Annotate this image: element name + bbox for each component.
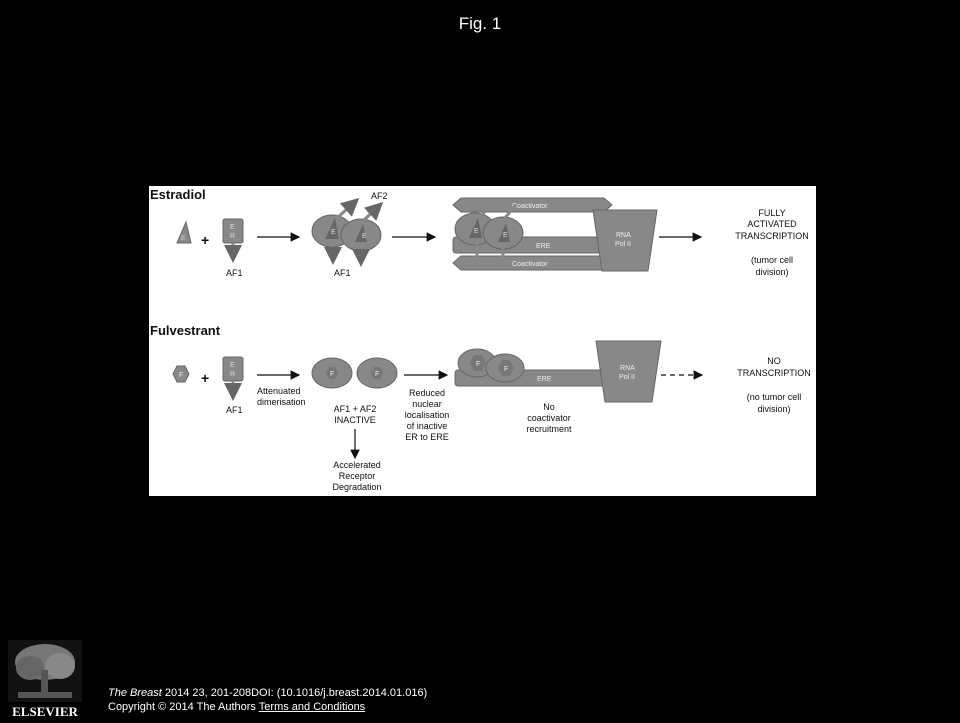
step2-line-2: INACTIVE — [334, 415, 376, 425]
fulvestrant-ligand-hexagon: F — [172, 365, 190, 383]
estradiol-pol-label: Pol II — [615, 241, 631, 248]
inactive-label: AF1 + AF2 INACTIVE — [334, 404, 377, 425]
step3-line-1: Reduced — [409, 388, 445, 398]
citation-footer: The Breast 2014 23, 201-208DOI: (10.1016… — [108, 686, 427, 714]
journal-name: The Breast — [108, 687, 162, 699]
receptor-letter-r: R — [230, 233, 235, 240]
fulvestrant-ligand-label: F — [179, 372, 183, 379]
estradiol-receptor: E R — [222, 218, 244, 263]
f-receptor-letter-e: E — [230, 362, 235, 369]
ere-ligand-1: F — [476, 361, 480, 368]
reduced-localisation-label: Reduced nuclear localisation of inactive… — [405, 388, 450, 442]
outcome-line-5: division) — [755, 267, 788, 277]
f-outcome-line-2: TRANSCRIPTION — [737, 368, 811, 378]
complex-ligand-2: E — [503, 232, 508, 239]
coactivator-top-label: Coactivator — [512, 203, 548, 210]
degradation-line-1: Accelerated — [333, 460, 381, 470]
step2-line-1: AF1 + AF2 — [334, 404, 377, 414]
outcome-line-1: FULLY — [758, 208, 785, 218]
no-coactivator-line-3: recruitment — [526, 424, 572, 434]
no-coactivator-line-1: No — [543, 402, 555, 412]
dimer-af1-label: AF1 — [334, 268, 351, 278]
estradiol-heading: Estradiol — [150, 187, 206, 202]
estradiol-ligand-triangle: E — [176, 220, 192, 244]
degradation-label: Accelerated Receptor Degradation — [332, 460, 381, 492]
attenuated-dimerisation-label: Attenuated dimerisation — [257, 386, 306, 407]
complex-ligand-1: E — [474, 228, 479, 235]
estradiol-dimer: E E — [311, 197, 384, 267]
step1-line-2: dimerisation — [257, 397, 306, 407]
f-outcome-line-1: NO — [767, 356, 781, 366]
estradiol-ere-label: ERE — [536, 243, 551, 250]
dimer-ligand-2: E — [362, 233, 367, 240]
fulvestrant-monomers: F F — [311, 357, 398, 389]
terms-link[interactable]: Terms and Conditions — [258, 701, 366, 713]
step3-line-4: of inactive — [407, 421, 448, 431]
dimer-ligand-1: E — [331, 229, 336, 236]
f-outcome-line-4: division) — [757, 404, 790, 414]
fulvestrant-receptor: E R — [222, 356, 244, 401]
mechanism-diagram: Estradiol E + E R AF1 E E AF2 AF1 Coacti… — [149, 186, 816, 496]
f-outcome-line-3: (no tumor cell — [747, 392, 802, 402]
copyright-text: Copyright © 2014 The Authors — [108, 701, 256, 713]
citation-text: 2014 23, 201-208DOI: (10.1016/j.breast.2… — [161, 687, 428, 699]
copyright-line: Copyright © 2014 The Authors Terms and C… — [108, 700, 427, 714]
fulvestrant-heading: Fulvestrant — [150, 323, 221, 338]
coactivator-bottom-label: Coactivator — [512, 261, 548, 268]
no-coactivator-label: No coactivator recruitment — [526, 402, 572, 434]
monomer-ligand-1: F — [330, 371, 334, 378]
monomer-ligand-2: F — [375, 371, 379, 378]
degradation-line-3: Degradation — [332, 482, 381, 492]
fulvestrant-ere-complex: ERE F F — [454, 348, 616, 387]
estradiol-outcome: FULLY ACTIVATED TRANSCRIPTION (tumor cel… — [735, 208, 809, 277]
estradiol-rna-pol-ii: RNA Pol II — [592, 209, 658, 272]
elsevier-logo[interactable]: ELSEVIER — [8, 640, 82, 719]
outcome-line-2: ACTIVATED — [747, 219, 797, 229]
estradiol-plus: + — [201, 232, 209, 248]
estradiol-ligand-label: E — [181, 235, 186, 242]
estradiol-ere-complex: Coactivator ERE Coactivator E E — [452, 197, 614, 271]
outcome-line-4: (tumor cell — [751, 255, 793, 265]
receptor-letter-e: E — [230, 224, 235, 231]
elsevier-logo-text: ELSEVIER — [12, 704, 78, 718]
af2-label: AF2 — [371, 191, 388, 201]
step3-line-5: ER to ERE — [405, 432, 449, 442]
fulvestrant-outcome: NO TRANSCRIPTION (no tumor cell division… — [737, 356, 811, 414]
ere-ligand-2: F — [504, 366, 508, 373]
fulvestrant-rna-label: RNA — [620, 365, 635, 372]
citation-line: The Breast 2014 23, 201-208DOI: (10.1016… — [108, 686, 427, 700]
fulvestrant-ere-label: ERE — [537, 376, 552, 383]
estradiol-af1-label: AF1 — [226, 268, 243, 278]
step1-line-1: Attenuated — [257, 386, 301, 396]
fulvestrant-plus: + — [201, 370, 209, 386]
no-coactivator-line-2: coactivator — [527, 413, 571, 423]
outcome-line-3: TRANSCRIPTION — [735, 231, 809, 241]
fulvestrant-af1-label: AF1 — [226, 405, 243, 415]
fulvestrant-rna-pol-ii: RNA Pol II — [595, 340, 662, 403]
step3-line-3: localisation — [405, 410, 450, 420]
fulvestrant-pol-label: Pol II — [619, 374, 635, 381]
step3-line-2: nuclear — [412, 399, 442, 409]
degradation-line-2: Receptor — [339, 471, 376, 481]
estradiol-rna-label: RNA — [616, 232, 631, 239]
figure-title: Fig. 1 — [458, 14, 502, 33]
f-receptor-letter-r: R — [230, 371, 235, 378]
